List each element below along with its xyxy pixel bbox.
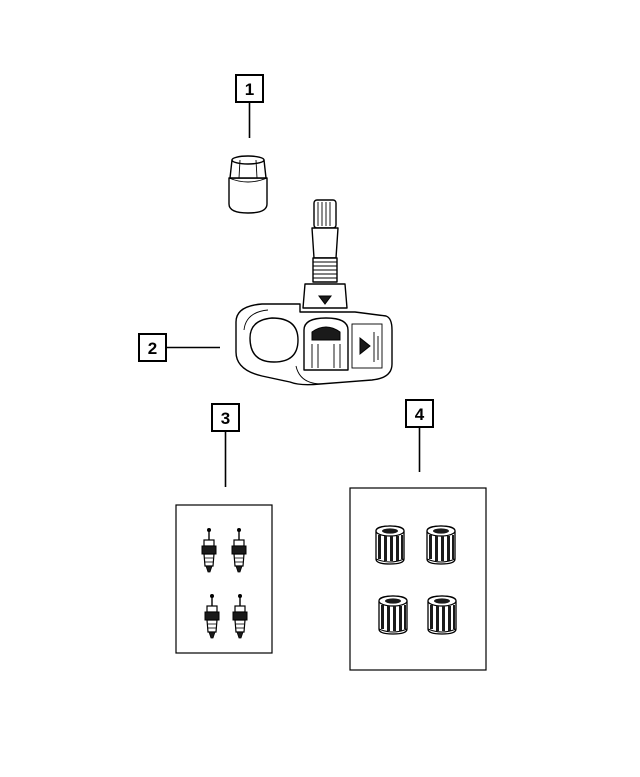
valve-cap-icon xyxy=(426,525,456,565)
callout-3-label: 3 xyxy=(221,409,230,428)
callout-2-label: 2 xyxy=(148,339,157,358)
valve-cap-icon xyxy=(378,595,408,635)
valve-core-box xyxy=(175,504,273,654)
valve-cap-box xyxy=(349,487,487,671)
callout-1-label: 1 xyxy=(245,80,254,99)
valve-cap-icon xyxy=(375,525,405,565)
callout-2[interactable]: 2 xyxy=(138,333,167,362)
callout-3[interactable]: 3 xyxy=(211,403,240,432)
callout-4-label: 4 xyxy=(415,405,425,424)
tire-pressure-sensor-icon xyxy=(235,199,393,386)
callout-4[interactable]: 4 xyxy=(405,399,434,428)
hex-nut-icon xyxy=(228,155,268,214)
valve-cap-icon xyxy=(427,595,457,635)
callout-1[interactable]: 1 xyxy=(235,74,264,103)
